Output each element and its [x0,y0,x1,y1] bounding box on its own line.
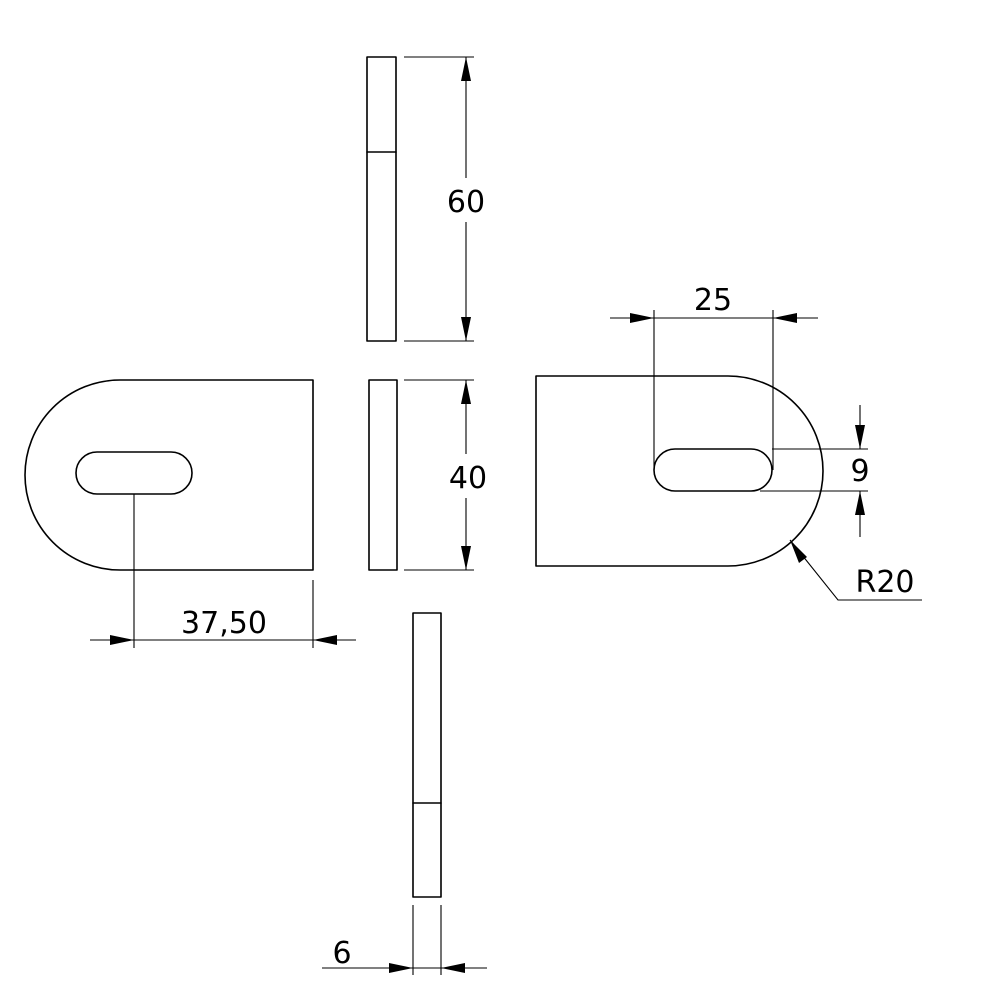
right-view [535,375,824,567]
arrowhead [461,546,471,570]
arrowhead [461,380,471,404]
dimension-9: 9 [760,405,870,537]
middle-view [368,379,398,571]
dimension-r20: R20 [789,539,922,601]
dimension-text: 40 [449,461,487,496]
dimension-text: 60 [447,185,485,220]
dimension-text: 37,50 [181,606,267,641]
arrowhead [855,425,865,449]
arrowhead [461,317,471,341]
top-view-outline [366,56,397,342]
left-view-outline [24,379,314,571]
left-view-slot [75,451,193,495]
dimension-40: 40 [404,379,488,571]
arrowhead [110,635,134,645]
bottom-view [412,612,442,898]
left-view [24,379,314,571]
dimension-text: R20 [855,565,914,600]
right-view-slot [653,448,773,492]
arrowhead [790,540,807,563]
dimension-text: 9 [850,454,869,489]
arrowhead [773,313,797,323]
right-view-outline [535,375,824,567]
top-view [366,56,397,342]
arrowhead [855,491,865,515]
leader-line [789,539,922,601]
dimension-60: 60 [404,56,488,342]
bottom-view-outline [412,612,442,898]
dimension-text: 6 [332,936,351,971]
middle-view-outline [368,379,398,571]
dimension-text-gap [448,178,488,222]
arrowhead [313,635,337,645]
arrowhead [441,963,465,973]
arrowhead [389,963,413,973]
dimension-25: 25 [610,283,818,470]
dimension-text-gap [448,454,488,498]
dimension-6: 6 [322,905,487,975]
dimension-37-50: 37,50 [90,494,356,648]
dimension-text: 25 [694,283,732,318]
arrowhead [461,57,471,81]
arrowhead [630,313,654,323]
